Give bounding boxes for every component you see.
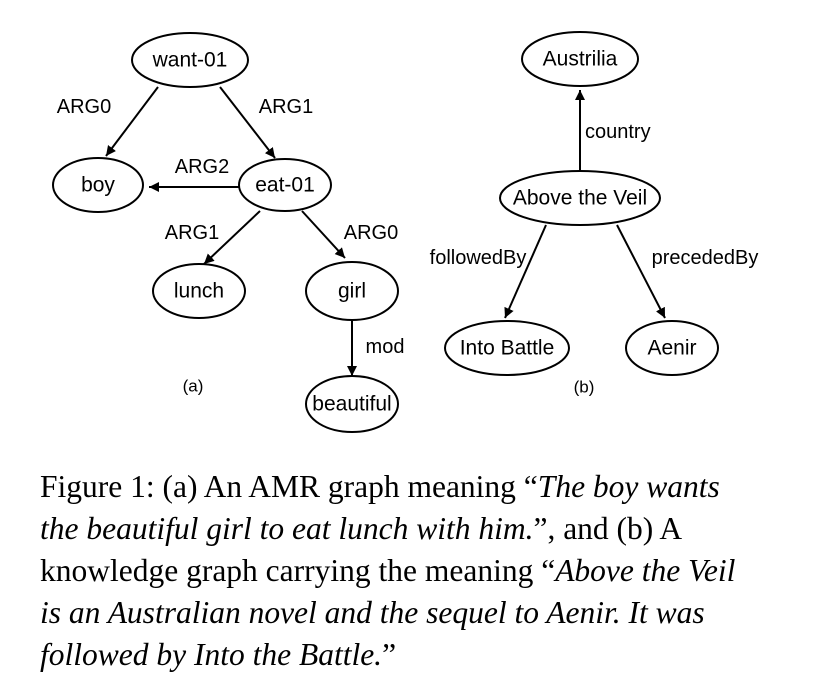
node-label-beautiful: beautiful — [312, 393, 391, 416]
caption-line-2: the beautiful girl to eat lunch with him… — [40, 508, 784, 550]
amr-edge-labels: ARG0 ARG1 ARG2 ARG1 ARG0 mod — [57, 96, 405, 358]
node-austrilia — [521, 31, 639, 87]
node-label-austrilia: Austrilia — [543, 48, 618, 71]
edge-label-followed-by: followedBy — [430, 247, 527, 269]
edge-label-want-eat: ARG1 — [259, 96, 313, 118]
caption-line-1: Figure 1: (a) An AMR graph meaning “The … — [40, 466, 784, 508]
edge-label-girl-beautiful: mod — [366, 336, 405, 358]
node-aenir — [625, 320, 719, 376]
kg-node-labels: Austrilia Above the Veil Into Battle Aen… — [460, 48, 697, 360]
amr-node-labels: want-01 boy eat-01 lunch girl beautiful — [81, 49, 392, 416]
edge-label-eat-lunch: ARG1 — [165, 222, 219, 244]
node-boy — [52, 157, 144, 213]
caption-line-4: is an Australian novel and the sequel to… — [40, 595, 705, 630]
node-beautiful — [305, 375, 399, 433]
panel-a-label: (a) — [183, 377, 204, 396]
caption-line-5: followed by Into the Battle.” — [40, 634, 784, 676]
amr-graph — [52, 32, 399, 433]
node-girl — [305, 261, 399, 321]
edge-want-eat — [219, 86, 276, 159]
node-label-aenir: Aenir — [647, 337, 696, 360]
caption-italic-text: The boy wants — [537, 469, 720, 504]
caption-text: Figure 1: (a) An AMR graph meaning “ — [40, 469, 538, 504]
node-label-veil: Above the Veil — [513, 187, 647, 210]
caption-text: ”, and (b) A — [533, 511, 683, 546]
node-want-01 — [131, 32, 249, 88]
knowledge-graph — [444, 31, 719, 376]
caption-italic-text: Above the Veil — [555, 553, 736, 588]
edge-eat-lunch — [203, 210, 261, 265]
kg-edge-labels: country followedBy precededBy — [430, 121, 759, 269]
caption-text: knowledge graph carrying the meaning “ — [40, 553, 556, 588]
node-label-girl: girl — [338, 280, 366, 303]
edge-label-eat-girl: ARG0 — [344, 222, 398, 244]
edge-label-preceded-by: precededBy — [652, 247, 759, 269]
edge-label-eat-boy: ARG2 — [175, 156, 229, 178]
node-label-want: want-01 — [152, 49, 228, 72]
node-into-battle — [444, 320, 570, 376]
node-label-battle: Into Battle — [460, 337, 555, 360]
caption-text: ” — [382, 637, 397, 672]
node-label-lunch: lunch — [174, 280, 224, 303]
figure-caption: Figure 1: (a) An AMR graph meaning “The … — [40, 466, 784, 676]
node-above-the-veil — [499, 170, 661, 226]
caption-italic-text: the beautiful girl to eat lunch with him… — [40, 511, 534, 546]
node-label-boy: boy — [81, 174, 115, 197]
edge-veil-battle — [504, 224, 547, 319]
panel-b-label: (b) — [574, 378, 595, 397]
caption-italic-text: followed by Into the Battle. — [40, 637, 383, 672]
node-lunch — [152, 263, 246, 319]
node-eat-01 — [238, 158, 332, 212]
edge-veil-aenir — [616, 224, 666, 319]
edge-label-country: country — [585, 121, 651, 143]
node-label-eat: eat-01 — [255, 174, 315, 197]
caption-line-3: knowledge graph carrying the meaning “Ab… — [40, 550, 784, 592]
edge-label-want-boy: ARG0 — [57, 96, 111, 118]
edge-eat-girl — [301, 210, 346, 259]
edge-want-boy — [105, 86, 159, 157]
